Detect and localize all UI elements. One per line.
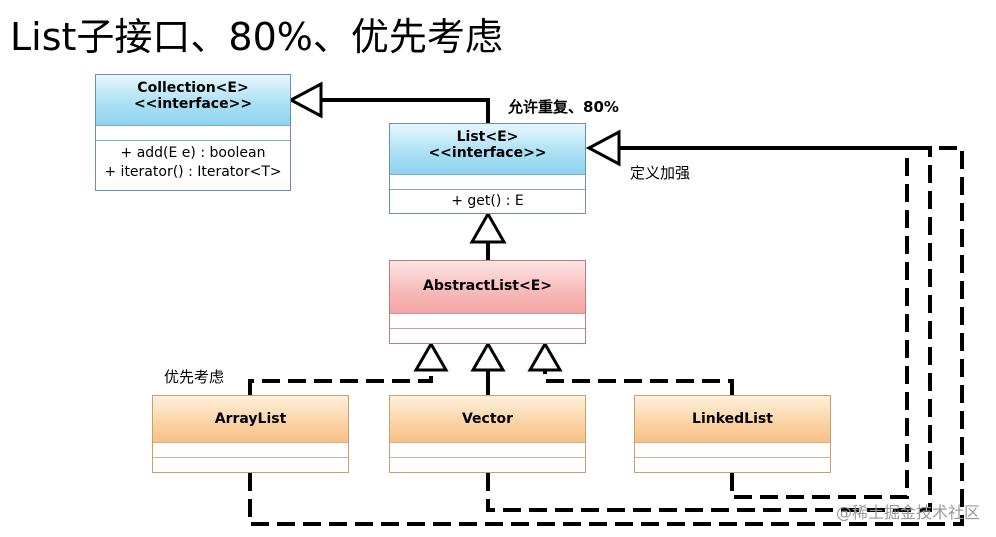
vector-methods	[390, 457, 585, 472]
list-name: List<E>	[456, 129, 519, 145]
list-extends-collection-line	[321, 98, 490, 123]
collection-triangle-arrow	[287, 81, 323, 119]
abstractlist-methods	[390, 328, 585, 343]
linkedlist-header: LinkedList	[635, 396, 830, 442]
list-method-get: + get() : E	[451, 193, 524, 209]
vector-attributes	[390, 442, 585, 457]
vector-header: Vector	[390, 396, 585, 442]
linkedlist-methods	[635, 457, 830, 472]
linkedlist-attributes	[635, 442, 830, 457]
collection-method-add: + add(E e) : boolean	[120, 145, 266, 161]
arraylist-header: ArrayList	[153, 396, 348, 442]
collection-stereotype: <<interface>>	[133, 96, 253, 112]
collection-method-iterator: + iterator() : Iterator<T>	[104, 164, 282, 180]
arraylist-implements-list-dashed-line	[248, 146, 964, 526]
arraylist-methods	[153, 457, 348, 472]
linkedlist-implements-list-dashed-line	[619, 146, 909, 499]
list-note: 允许重复、80%	[508, 98, 619, 116]
list-dashed-triangle-arrow	[585, 129, 621, 167]
abstractlist-class-box: AbstractList<E>	[389, 260, 586, 344]
list-triangle-arrow	[469, 210, 507, 244]
list-stereotype: <<interface>>	[428, 145, 547, 161]
vector-name: Vector	[461, 411, 514, 427]
arraylist-triangle-arrow	[413, 340, 449, 372]
abstractlist-header: AbstractList<E>	[390, 261, 585, 313]
arraylist-class-box: ArrayList	[152, 395, 349, 473]
list-class-box: List<E> <<interface>> + get() : E	[389, 123, 586, 214]
watermark: @稀土掘金技术社区	[835, 503, 980, 522]
collection-attributes	[96, 125, 290, 140]
prefer-note: 优先考虑	[164, 368, 225, 386]
list-header: List<E> <<interface>>	[390, 124, 585, 174]
collection-header: Collection<E> <<interface>>	[96, 75, 290, 125]
abstractlist-attributes	[390, 313, 585, 328]
linkedlist-extends-dashed-line	[543, 370, 734, 395]
collection-name: Collection<E>	[137, 80, 249, 96]
linkedlist-name: LinkedList	[692, 411, 773, 427]
vector-triangle-arrow	[470, 340, 506, 372]
arraylist-attributes	[153, 442, 348, 457]
linkedlist-triangle-arrow	[527, 340, 563, 372]
arraylist-extends-dashed-line	[248, 370, 433, 395]
define-note: 定义加强	[630, 164, 691, 182]
collection-class-box: Collection<E> <<interface>> + add(E e) :…	[95, 74, 291, 191]
arraylist-name: ArrayList	[214, 411, 287, 427]
list-attributes	[390, 174, 585, 189]
abstractlist-name: AbstractList<E>	[423, 278, 552, 294]
list-methods: + get() : E	[390, 189, 585, 213]
vector-class-box: Vector	[389, 395, 586, 473]
linkedlist-class-box: LinkedList	[634, 395, 831, 473]
page-title: List子接口、80%、优先考虑	[10, 15, 503, 59]
collection-methods: + add(E e) : boolean + iterator() : Iter…	[96, 140, 290, 190]
